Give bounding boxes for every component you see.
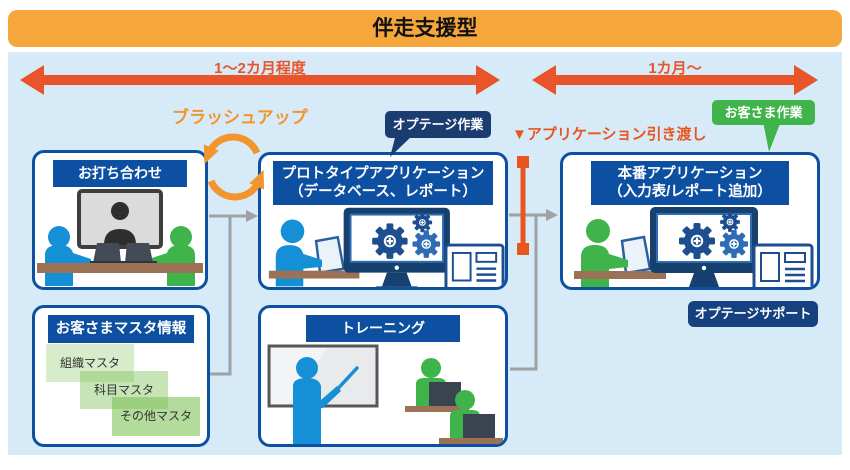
laptop-icon (620, 235, 652, 275)
optage-support-badge: オプテージサポート (688, 301, 818, 327)
monitor-gears-report-icon (650, 207, 812, 290)
timeline-left-label: 1～2カ月程度 (214, 60, 306, 77)
prototype-app-box-title: プロトタイプアプリケーション （データベース、レポート） (273, 161, 493, 205)
meeting-box-title: お打ち合わせ (53, 160, 187, 187)
training-illustration (267, 344, 503, 444)
pointer-stick-icon (331, 366, 359, 396)
customer-work-badge: お客さま作業 (712, 100, 815, 125)
optage-work-badge: オプテージ作業 (385, 111, 491, 138)
master-info-box-title: お客さまマスタ情報 (48, 315, 194, 343)
handover-label: ▼アプリケーション引き渡し (512, 126, 707, 143)
production-app-box-title: 本番アプリケーション （入力表/レポート追加） (591, 161, 789, 205)
master-item-other: その他マスタ (112, 397, 200, 436)
training-box: トレーニング (258, 305, 508, 447)
whiteboard-icon (267, 344, 379, 408)
trainer-icon (293, 357, 359, 444)
table (37, 263, 203, 273)
monitor-gears-report-icon (344, 208, 503, 290)
production-app-box: 本番アプリケーション （入力表/レポート追加） (560, 152, 820, 290)
master-info-box: お客さまマスタ情報 組織マスタ 科目マスタ その他マスタ (32, 305, 210, 447)
prototype-illustration (268, 207, 505, 290)
laptop-icon (314, 235, 346, 275)
desk (268, 270, 360, 279)
desk (574, 271, 666, 279)
prototype-app-box: プロトタイプアプリケーション （データベース、レポート） (258, 152, 508, 290)
page-title: 伴走支援型 (8, 10, 842, 47)
brushup-label: ブラッシュアップ (172, 108, 308, 127)
video-monitor-icon (77, 189, 163, 249)
production-illustration (574, 207, 814, 290)
training-box-title: トレーニング (306, 315, 460, 342)
meeting-box: お打ち合わせ (32, 150, 208, 290)
master-item-organization: 組織マスタ (46, 344, 134, 382)
timeline-right-label: 1カ月～ (648, 60, 702, 77)
meeting-illustration (37, 189, 203, 286)
